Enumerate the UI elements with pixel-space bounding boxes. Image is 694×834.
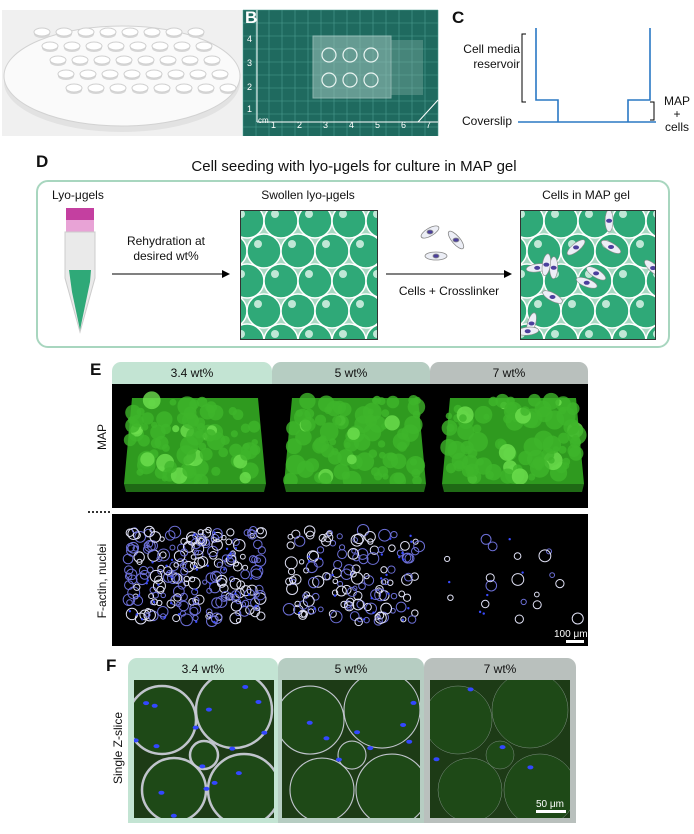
- tab-f-7-wt: 7 wt%: [424, 658, 576, 680]
- ruler-x-3: 3: [323, 120, 329, 130]
- plate-illustration: [2, 10, 242, 136]
- row-divider: [88, 511, 110, 513]
- ruler-x-7: 7: [426, 120, 432, 130]
- panel-c-letter: C: [452, 8, 465, 27]
- rehydration-arrow: [112, 270, 230, 278]
- scale-bar-e-label: 100 μm: [554, 629, 588, 640]
- ruler-x-2: 2: [297, 120, 303, 130]
- ruler-x-5: 5: [375, 120, 381, 130]
- tab-f-5-wt: 5 wt%: [278, 658, 424, 680]
- ruler-y-3: 3: [247, 58, 253, 68]
- reservoir-label-line2: reservoir: [473, 57, 520, 71]
- crosslink-arrow: [386, 270, 512, 278]
- panel-d-frame: [36, 180, 670, 348]
- plus-label: +: [673, 107, 681, 121]
- scale-bar-e: [566, 640, 584, 643]
- slice-image-7-wt: [430, 680, 570, 818]
- single-z-slice-label: Single Z-slice: [111, 711, 125, 785]
- reservoir-label-line1: Cell media: [463, 42, 520, 56]
- factin-row-label: F-actin, nuclei: [95, 543, 109, 619]
- lyo-vial-icon: [60, 208, 100, 338]
- ruler-unit: cm: [258, 116, 269, 125]
- swollen-ugels-label: Swollen lyo-μgels: [261, 188, 355, 202]
- cells-label: cells: [664, 120, 689, 134]
- lyo-ugels-label: Lyo-μgels: [52, 188, 104, 202]
- crosslinker-label: Cells + Crosslinker: [398, 284, 500, 298]
- panel-d-title: Cell seeding with lyo-μgels for culture …: [191, 158, 517, 175]
- slice-image-3-4-wt: [134, 680, 274, 818]
- ruler-y-4: 4: [247, 34, 253, 44]
- scale-bar-f-label: 50 μm: [536, 799, 564, 810]
- panel-b-letter: B: [245, 8, 258, 27]
- cells-icon: [416, 220, 472, 264]
- coverslip-label: Coverslip: [461, 114, 512, 128]
- coverslip-photo: [242, 9, 439, 136]
- tab-f-3-4-wt: 3.4 wt%: [128, 658, 278, 680]
- swollen-gel-tile: [240, 210, 378, 340]
- ruler-y-2: 2: [247, 82, 253, 92]
- well-schematic: [450, 10, 694, 140]
- ruler-y-1: 1: [247, 104, 253, 114]
- factin-render-row: [112, 514, 588, 646]
- map-render-row: [112, 384, 588, 508]
- panel-e-letter: E: [90, 360, 102, 379]
- scale-bar-f: [536, 810, 566, 813]
- panel-f-letter: F: [106, 656, 117, 675]
- ruler-x-4: 4: [349, 120, 355, 130]
- tab-3-4-wt: 3.4 wt%: [112, 362, 272, 384]
- ruler-x-6: 6: [401, 120, 407, 130]
- tab-5-wt: 5 wt%: [272, 362, 430, 384]
- map-gel-tile: [520, 210, 656, 340]
- rehydration-label-line1: Rehydration at: [126, 234, 206, 248]
- map-row-label: MAP: [95, 424, 109, 451]
- ruler-x-1: 1: [271, 120, 277, 130]
- panel-d-letter: D: [36, 152, 49, 171]
- map-label: MAP: [663, 94, 690, 108]
- slice-image-5-wt: [282, 680, 420, 818]
- cells-in-map-label: Cells in MAP gel: [542, 188, 630, 202]
- tab-7-wt: 7 wt%: [430, 362, 588, 384]
- rehydration-label-line2: desired wt%: [133, 249, 199, 263]
